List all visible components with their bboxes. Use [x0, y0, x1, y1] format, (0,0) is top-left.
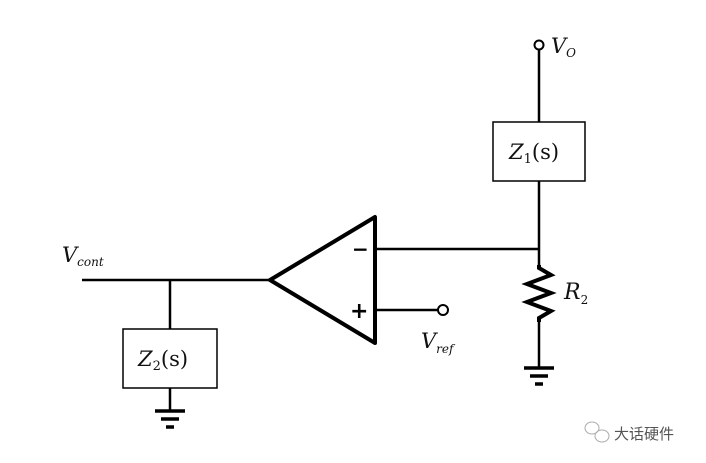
z2-label: Z2(s) [137, 347, 188, 374]
vref-label: Vref [421, 329, 456, 356]
z1-label: Z1(s) [508, 140, 559, 167]
r2-label: R2 [563, 280, 588, 307]
wechat-icon [584, 421, 610, 443]
ground-icon [155, 409, 185, 429]
vref-terminal [437, 304, 449, 316]
watermark-text: 大话硬件 [614, 425, 674, 443]
opamp-plus-sign: + [350, 299, 368, 324]
opamp-minus-sign: − [352, 237, 369, 261]
vo-terminal [533, 39, 545, 51]
vo-label: VO [551, 34, 576, 60]
ground-icon [524, 366, 554, 386]
vcont-label: Vcont [62, 243, 104, 269]
r2-resistor [521, 265, 557, 322]
opamp-triangle [268, 215, 377, 345]
